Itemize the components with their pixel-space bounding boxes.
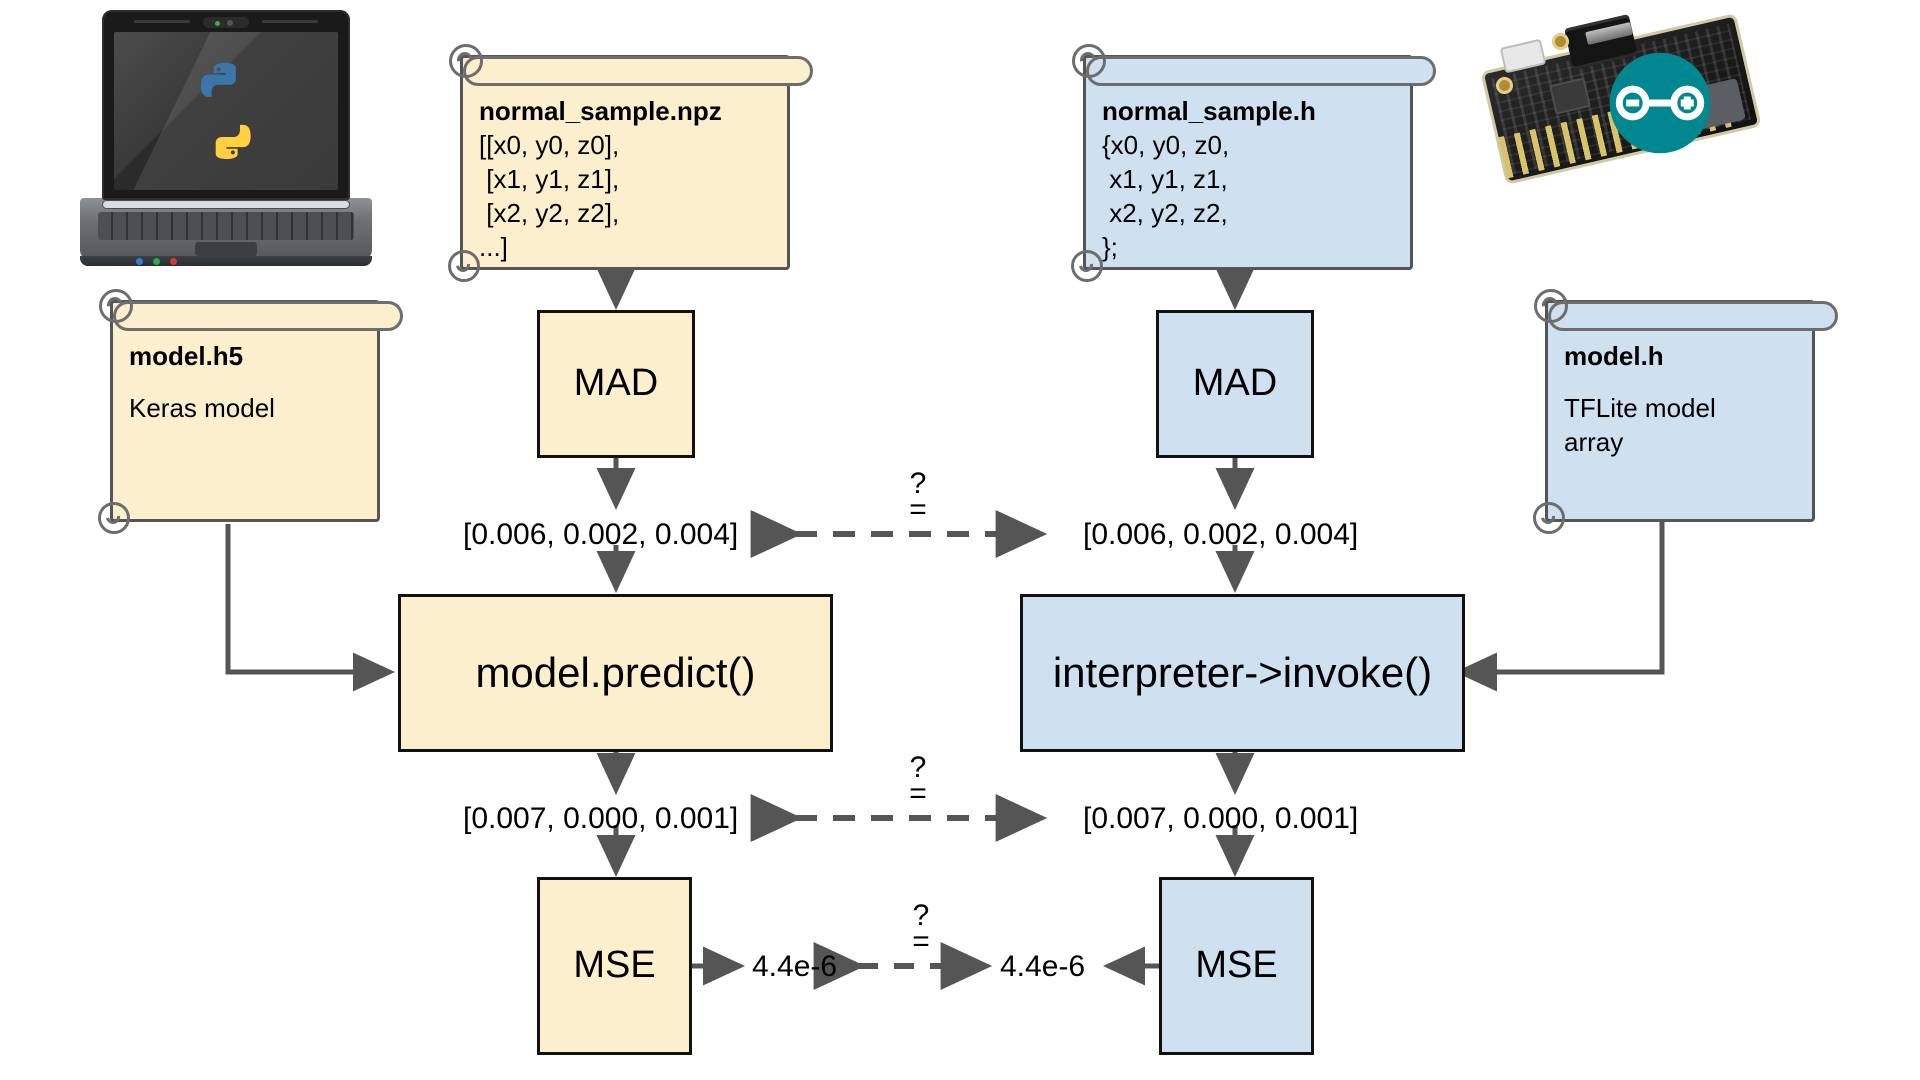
equals-sign: = bbox=[909, 777, 927, 810]
note-model-h: model.h TFLite model array bbox=[1533, 289, 1838, 534]
note-normal-sample-npz: normal_sample.npz [[x0, y0, z0], [x1, y1… bbox=[448, 44, 813, 282]
laptop-hinge bbox=[102, 200, 350, 209]
value-mad-output-arduino: [0.006, 0.002, 0.004] bbox=[1083, 518, 1359, 551]
laptop-bezel-bar-left bbox=[134, 20, 190, 23]
note-model-h5: model.h5 Keras model bbox=[98, 289, 403, 534]
question-mark: ? bbox=[909, 467, 927, 500]
box-mad-arduino[interactable]: MAD bbox=[1156, 310, 1314, 458]
value-inference-output-python: [0.007, 0.000, 0.001] bbox=[463, 802, 739, 835]
laptop-webcam bbox=[203, 17, 249, 28]
note-line: [x1, y1, z1], bbox=[479, 164, 620, 194]
box-label: MSE bbox=[573, 944, 656, 987]
arrow-modelh-to-invoke bbox=[1455, 522, 1665, 692]
note-title: normal_sample.npz bbox=[479, 96, 722, 126]
laptop-keyboard bbox=[98, 212, 354, 240]
note-corner-curl-bottomleft-icon bbox=[448, 250, 480, 282]
note-corner-curl-topleft-icon bbox=[1534, 289, 1568, 323]
box-mse-arduino[interactable]: MSE bbox=[1159, 877, 1314, 1055]
laptop-bezel-bar-right bbox=[262, 20, 318, 23]
note-line: array bbox=[1564, 427, 1624, 457]
arrow-modelh5-to-predict bbox=[225, 524, 395, 692]
note-line: }; bbox=[1102, 232, 1118, 262]
box-interpreter-invoke[interactable]: interpreter->invoke() bbox=[1020, 594, 1465, 752]
note-top-curl-bar bbox=[113, 301, 403, 331]
equals-sign: = bbox=[909, 493, 927, 526]
box-label: MAD bbox=[1192, 362, 1278, 405]
compare-glyph-mad: ? = bbox=[878, 467, 958, 526]
note-line: Keras model bbox=[129, 393, 275, 423]
box-label: model.predict() bbox=[475, 648, 756, 696]
value-mse-python: 4.4e-6 bbox=[752, 950, 838, 983]
compare-glyph-inference: ? = bbox=[878, 751, 958, 810]
note-top-curl-bar bbox=[1086, 56, 1436, 86]
note-corner-curl-topleft-icon bbox=[449, 44, 483, 78]
laptop-lid bbox=[102, 10, 350, 200]
arduino-board-icon bbox=[1480, 13, 1790, 240]
note-title: normal_sample.h bbox=[1102, 96, 1316, 126]
box-mad-python[interactable]: MAD bbox=[537, 310, 695, 458]
laptop-python-icon bbox=[80, 10, 372, 270]
box-label: MSE bbox=[1195, 944, 1278, 987]
arduino-logo-icon bbox=[1609, 52, 1711, 154]
question-mark: ? bbox=[909, 751, 927, 784]
note-normal-sample-h: normal_sample.h {x0, y0, z0, x1, y1, z1,… bbox=[1071, 44, 1436, 282]
equals-sign: = bbox=[912, 925, 930, 958]
note-line: ...] bbox=[479, 232, 508, 262]
note-line: {x0, y0, z0, bbox=[1102, 130, 1230, 160]
value-mad-output-python: [0.006, 0.002, 0.004] bbox=[463, 518, 739, 551]
note-corner-curl-bottomleft-icon bbox=[1533, 502, 1565, 534]
note-spacer bbox=[129, 373, 363, 391]
laptop-trackpad bbox=[195, 242, 257, 256]
value-inference-output-arduino: [0.007, 0.000, 0.001] bbox=[1083, 802, 1359, 835]
note-corner-curl-topleft-icon bbox=[1072, 44, 1106, 78]
question-mark: ? bbox=[912, 899, 930, 932]
laptop-led-red bbox=[170, 258, 177, 265]
laptop-led-green bbox=[153, 258, 160, 265]
note-line: [[x0, y0, z0], bbox=[479, 130, 620, 160]
note-top-curl-bar bbox=[1548, 301, 1838, 331]
note-line: TFLite model bbox=[1564, 393, 1716, 423]
laptop-screen bbox=[114, 32, 338, 190]
note-corner-curl-topleft-icon bbox=[99, 289, 133, 323]
note-title: model.h bbox=[1564, 341, 1664, 371]
note-line: [x2, y2, z2], bbox=[479, 198, 620, 228]
laptop-front-edge bbox=[80, 256, 372, 266]
compare-glyph-mse: ? = bbox=[881, 899, 961, 958]
value-mse-arduino: 4.4e-6 bbox=[1000, 950, 1086, 983]
note-line: x1, y1, z1, bbox=[1102, 164, 1228, 194]
box-label: interpreter->invoke() bbox=[1052, 648, 1433, 696]
box-label: MAD bbox=[573, 362, 659, 405]
note-line: x2, y2, z2, bbox=[1102, 198, 1228, 228]
note-top-curl-bar bbox=[463, 56, 813, 86]
note-corner-curl-bottomleft-icon bbox=[98, 502, 130, 534]
box-model-predict[interactable]: model.predict() bbox=[398, 594, 833, 752]
note-corner-curl-bottomleft-icon bbox=[1071, 250, 1103, 282]
python-logo-icon bbox=[200, 62, 251, 159]
box-mse-python[interactable]: MSE bbox=[537, 877, 692, 1055]
note-title: model.h5 bbox=[129, 341, 244, 371]
laptop-led-blue bbox=[136, 258, 143, 265]
note-spacer bbox=[1564, 373, 1798, 391]
